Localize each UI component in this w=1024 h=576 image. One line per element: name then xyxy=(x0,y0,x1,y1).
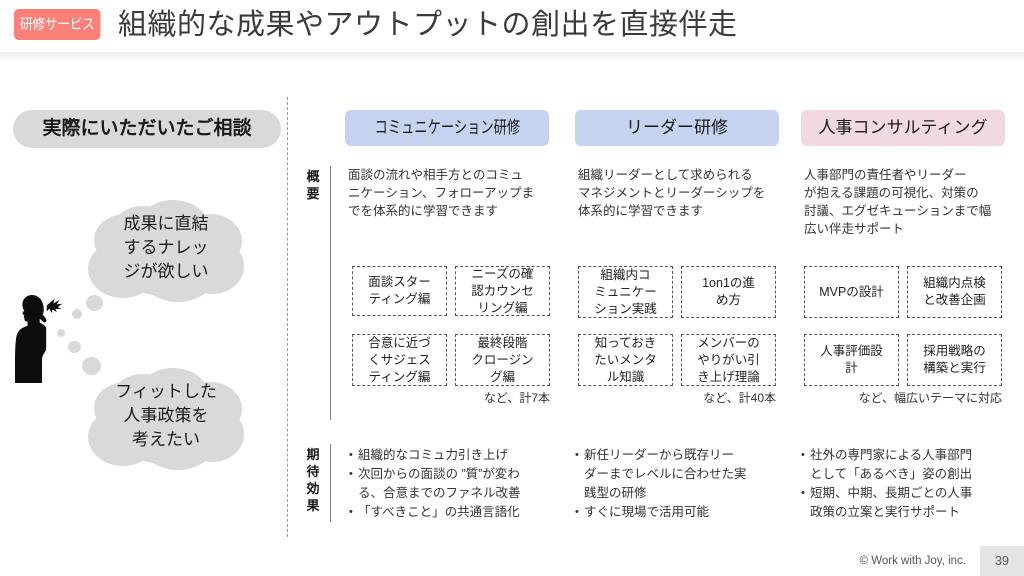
thought-bubble-1-trail-dot xyxy=(86,295,103,311)
thought-bubble-1-trail-dot xyxy=(72,309,82,319)
column-header-communication: コミュニケーション研修 xyxy=(345,110,549,146)
topic-box: 組織内コ ミュニケー ション実践 xyxy=(578,266,673,318)
column-header-leader-label: リーダー研修 xyxy=(626,118,728,137)
page-title: 組織的な成果やアウトプットの創出を直接伴走 xyxy=(118,9,738,41)
column-description-leader: 組織リーダーとして求められる マネジメントとリーダーシップを 体系的に学習できま… xyxy=(578,168,766,218)
thought-bubble-2-body xyxy=(112,400,222,464)
effect-list-hr-consulting: 社外の専門家による人事部門 として「あるべき」姿の創出 短期、中期、長期ごとの人… xyxy=(801,446,1016,522)
effect-item: 組織的なコミュ力引き上げ xyxy=(349,446,559,465)
topic-box: 組織内点検 と改善企画 xyxy=(907,266,1002,318)
topic-box: 採用戦略の 構築と実行 xyxy=(907,334,1002,386)
thought-bubble-2-text: フィットした 人事政策を 考えたい xyxy=(115,382,217,449)
thought-bubble-2-trail-dot xyxy=(82,357,101,375)
topic-box: メンバーの やりがい引 き上げ理論 xyxy=(681,334,776,386)
row-label-effect: 期待効果 xyxy=(306,447,320,513)
thought-bubble-1-text: 成果に直結 するナレッ ジが欲しい xyxy=(123,214,209,281)
effect-item: 次回からの面談の ”質”が変わ る、合意までのファネル改善 xyxy=(349,465,559,503)
topic-box: 知っておき たいメンタ ル知識 xyxy=(578,334,673,386)
topic-box: 1on1の進 め方 xyxy=(681,266,776,318)
topic-note: など、計7本 xyxy=(483,391,550,405)
column-description-communication: 面談の流れや相手方とのコミュ ニケーション、フォローアップま でを体系的に学習で… xyxy=(348,168,535,218)
topic-box: 最終段階 クロージン グ編 xyxy=(455,334,550,386)
effect-item: 新任リーダーから既存リー ダーまでレベルに合わせた実 践型の研修 xyxy=(575,446,785,503)
effect-item: 社外の専門家による人事部門 として「あるべき」姿の創出 xyxy=(801,446,1016,484)
topic-box: 面談スター ティング編 xyxy=(352,266,447,316)
thought-bubble-1-body xyxy=(112,232,222,296)
effect-list-communication: 組織的なコミュ力引き上げ 次回からの面談の ”質”が変わ る、合意までのファネル… xyxy=(349,446,559,522)
effect-item: すぐに現場で活用可能 xyxy=(575,503,785,522)
column-header-hr-consulting-label: 人事コンサルティング xyxy=(818,118,988,137)
topic-box: ニーズの確 認カウンセ リング編 xyxy=(455,266,550,316)
thought-bubble-2-trail-dot xyxy=(57,329,65,337)
effect-item: 短期、中期、長期ごとの人事 政策の立案と実行サポート xyxy=(801,484,1016,522)
row-label-overview: 概要 xyxy=(306,169,320,201)
topic-box: 合意に近づ くサジェス ティング編 xyxy=(352,334,447,386)
column-header-communication-label: コミュニケーション研修 xyxy=(374,118,520,137)
effect-list-leader: 新任リーダーから既存リー ダーまでレベルに合わせた実 践型の研修 すぐに現場で活… xyxy=(575,446,785,522)
column-description-hr-consulting: 人事部門の責任者やリーダー が抱える課題の可視化、対策の 討議、エグゼキューショ… xyxy=(804,168,992,236)
consultation-pill-label: 実際にいただいたご相談 xyxy=(13,110,281,148)
topic-box: 人事評価設 計 xyxy=(804,334,899,386)
slide-header: 研修サービス 組織的な成果やアウトプットの創出を直接伴走 xyxy=(0,0,1024,52)
section-divider xyxy=(287,97,288,537)
thinking-person-silhouette-icon xyxy=(15,295,63,383)
topic-note: など、幅広いテーマに対応 xyxy=(858,391,1002,405)
copyright-text: © Work with Joy, inc. xyxy=(859,555,966,567)
page-number: 39 xyxy=(980,546,1024,576)
topic-box: MVPの設計 xyxy=(804,266,899,318)
row-rule-effect xyxy=(330,444,331,522)
thought-bubble-2-trail-dot xyxy=(68,341,81,353)
topic-note: など、計40本 xyxy=(703,391,776,405)
effect-item: 「すべきこと」の共通言語化 xyxy=(349,503,559,522)
header-divider xyxy=(0,52,1024,61)
row-rule-overview xyxy=(330,166,331,420)
header-category-badge: 研修サービス xyxy=(14,9,101,40)
column-header-leader: リーダー研修 xyxy=(575,110,779,146)
column-header-hr-consulting: 人事コンサルティング xyxy=(801,110,1005,146)
